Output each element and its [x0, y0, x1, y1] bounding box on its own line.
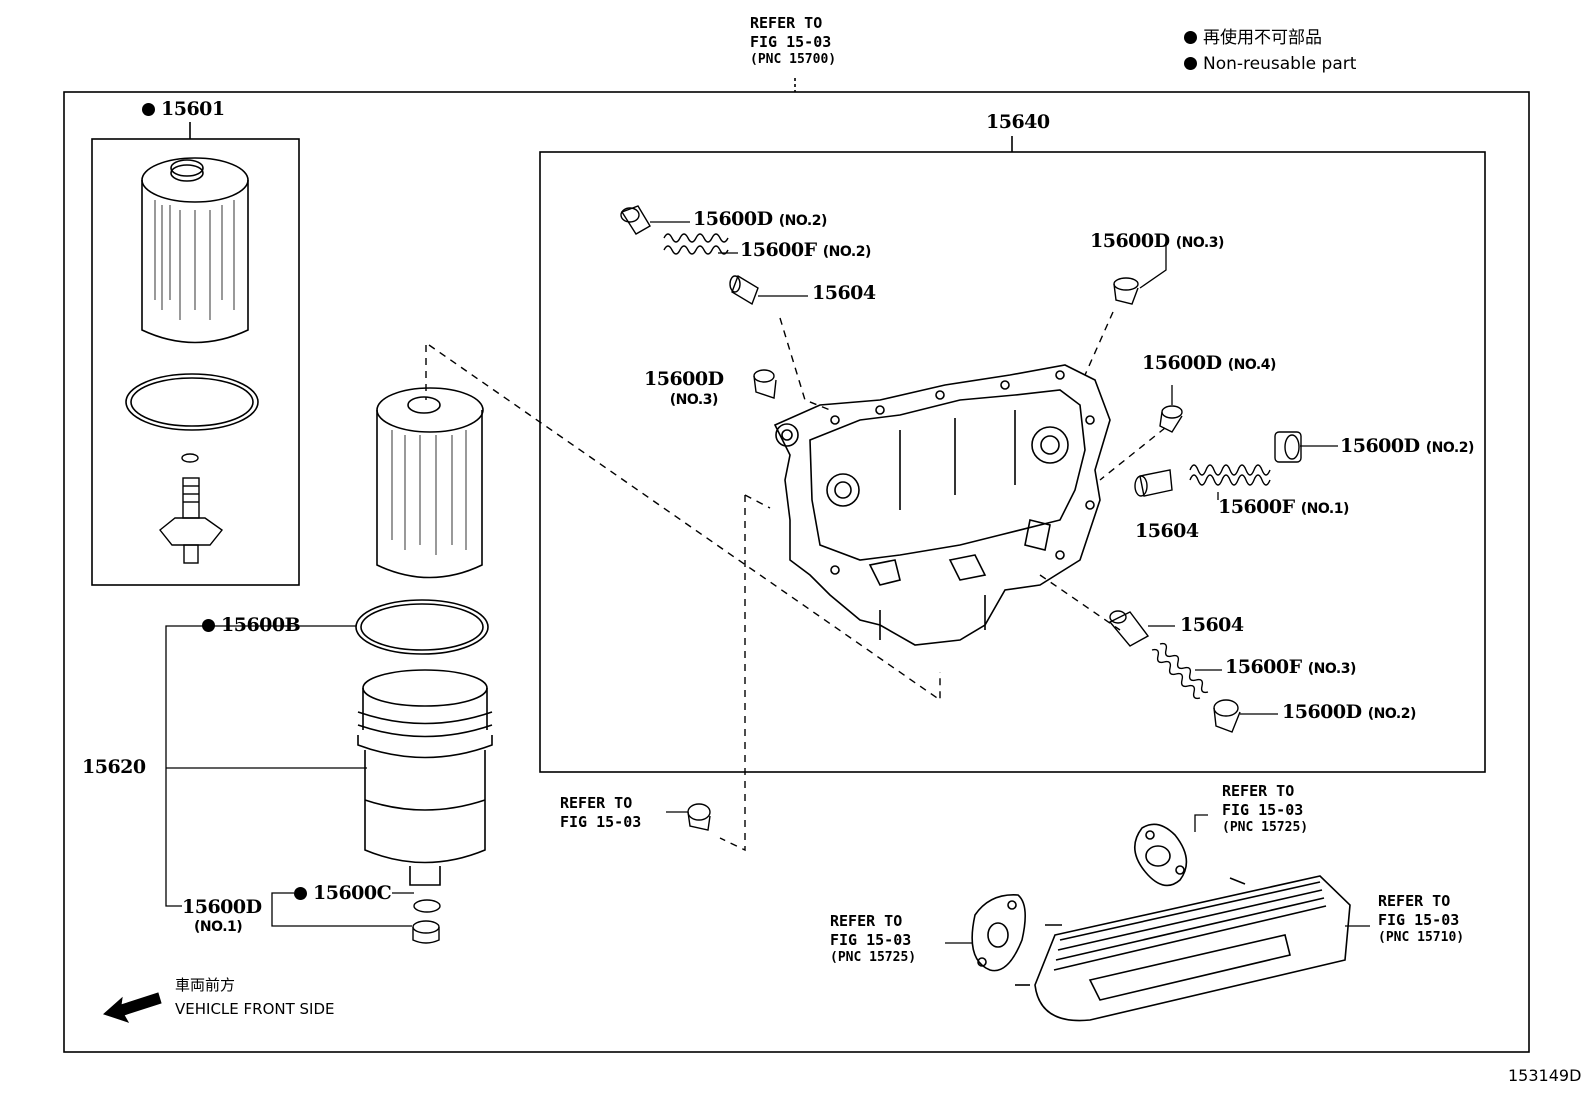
label-15640: 15640: [986, 111, 1050, 133]
label-15600D-no2-br: 15600D (NO.2): [1282, 701, 1416, 723]
refer-cooler: REFER TO FIG 15-03 (PNC 15710): [1378, 892, 1465, 945]
drain-plug-15600D-no1-icon: [412, 920, 440, 944]
housing-assembly-box: [539, 151, 1486, 773]
label-15604-br: 15604: [1180, 614, 1244, 636]
valve-15604-tl-icon: [729, 274, 759, 306]
vehicle-front-arrow-icon: [103, 992, 162, 1023]
legend-nonreusable-en: Non-reusable part: [1184, 56, 1356, 73]
bullet-icon: [294, 887, 307, 900]
spring-15600F-no2-tl-icon: [663, 233, 729, 255]
o-ring-large-icon: [125, 373, 259, 431]
label-15600F-no1: 15600F (NO.1): [1218, 496, 1349, 518]
label-15601: 15601: [142, 100, 225, 119]
valve-15604-r-icon: [1134, 469, 1173, 497]
oil-filter-housing-icon: [773, 364, 1111, 646]
filter-kit-box: [91, 138, 300, 586]
refer-plug: REFER TO FIG 15-03: [560, 794, 642, 831]
plug-15600D-no3-mid-icon: [753, 369, 777, 399]
label-15604-r: 15604: [1135, 520, 1199, 542]
plug-15600D-no2-tl-icon: [620, 205, 651, 235]
plug-15600D-no2-br-icon: [1213, 699, 1241, 733]
label-15600D-no3-mid: 15600D (NO.3): [644, 368, 724, 408]
label-15600B: 15600B: [202, 616, 301, 635]
bullet-icon: [202, 619, 215, 632]
direction-jp: 車両前方: [175, 976, 236, 994]
figure-id: 153149D: [1508, 1066, 1582, 1085]
filter-element-icon: [141, 157, 249, 344]
label-15600D-no2-tl: 15600D (NO.2): [693, 208, 827, 230]
label-15604-tl: 15604: [812, 282, 876, 304]
plug-refer-icon: [687, 803, 711, 831]
refer-gasket-left: REFER TO FIG 15-03 (PNC 15725): [830, 912, 917, 965]
outer-frame: [63, 91, 1530, 1053]
spring-15600F-no1-icon: [1189, 464, 1271, 486]
gasket-right-icon: [1134, 823, 1188, 887]
label-15600C: 15600C: [294, 884, 392, 903]
valve-15604-br-icon: [1108, 610, 1150, 647]
plug-15600D-no4-icon: [1159, 405, 1183, 433]
label-15620: 15620: [82, 756, 146, 778]
plug-15600D-no2-r-icon: [1274, 431, 1302, 463]
o-ring-15600C-icon: [413, 899, 441, 913]
plug-15600D-no3-tr-icon: [1113, 277, 1139, 305]
bullet-icon: [1184, 57, 1197, 70]
label-15600F-no3: 15600F (NO.3): [1225, 656, 1356, 678]
bullet-icon: [1184, 31, 1197, 44]
legend-nonreusable-jp: 再使用不可部品: [1184, 30, 1322, 47]
label-15600D-no1: 15600D (NO.1): [182, 896, 262, 935]
label-15600D-no4: 15600D (NO.4): [1142, 352, 1276, 374]
label-15600F-no2-tl: 15600F (NO.2): [740, 239, 871, 261]
spring-15600F-no3-icon: [1151, 642, 1209, 700]
o-ring-small-icon: [181, 453, 199, 463]
o-ring-15600B-icon: [355, 599, 489, 655]
direction-en: VEHICLE FRONT SIDE: [175, 1000, 335, 1018]
oil-cooler-icon: [1015, 875, 1351, 1022]
gasket-left-icon: [971, 894, 1026, 972]
drain-plug-tool-icon: [159, 477, 224, 564]
refer-gasket-right: REFER TO FIG 15-03 (PNC 15725): [1222, 782, 1309, 835]
refer-top: REFER TO FIG 15-03 (PNC 15700): [750, 14, 837, 67]
bullet-icon: [142, 103, 155, 116]
label-15600D-no3-tr: 15600D (NO.3): [1090, 230, 1224, 252]
filter-cap-15620-icon: [357, 669, 493, 886]
label-15600D-no2-r: 15600D (NO.2): [1340, 435, 1474, 457]
filter-element-2-icon: [376, 387, 484, 579]
